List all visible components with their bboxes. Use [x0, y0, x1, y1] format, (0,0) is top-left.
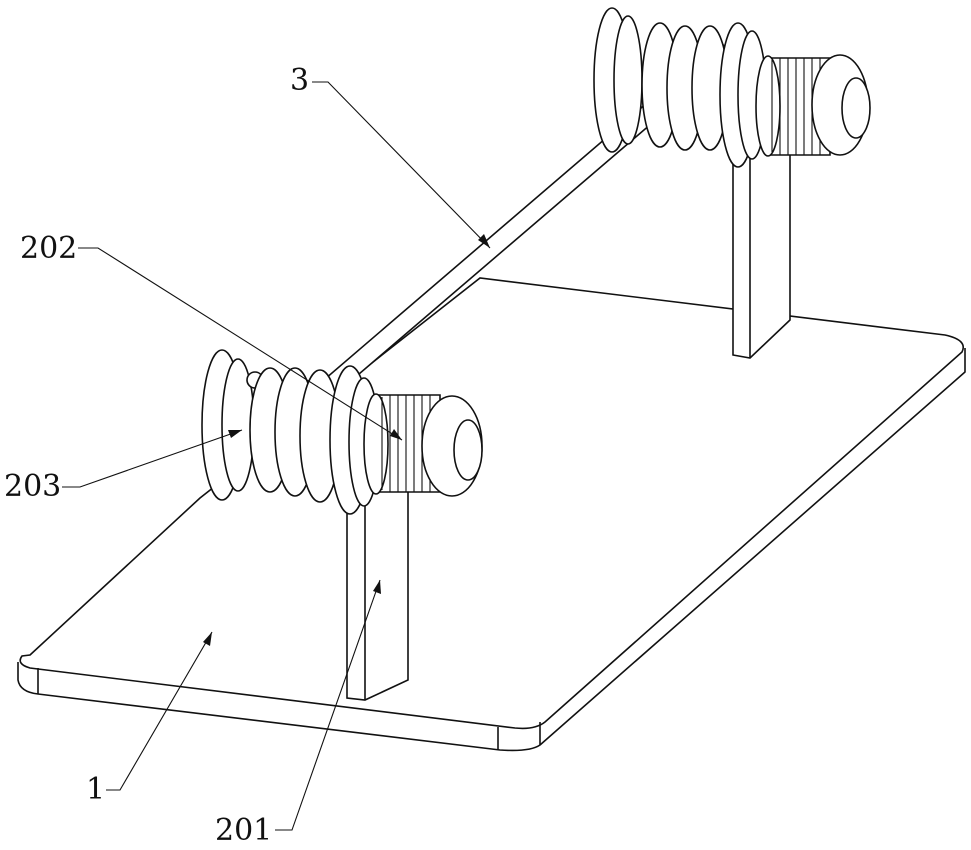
label-coil-spool: 203: [4, 472, 61, 502]
base-plate: [18, 278, 965, 750]
label-support-post: 201: [215, 816, 272, 846]
label-bar: 3: [290, 66, 309, 96]
right-spool: [594, 8, 870, 167]
label-base-plate: 1: [86, 775, 105, 805]
label-roller-knob: 202: [20, 234, 77, 264]
